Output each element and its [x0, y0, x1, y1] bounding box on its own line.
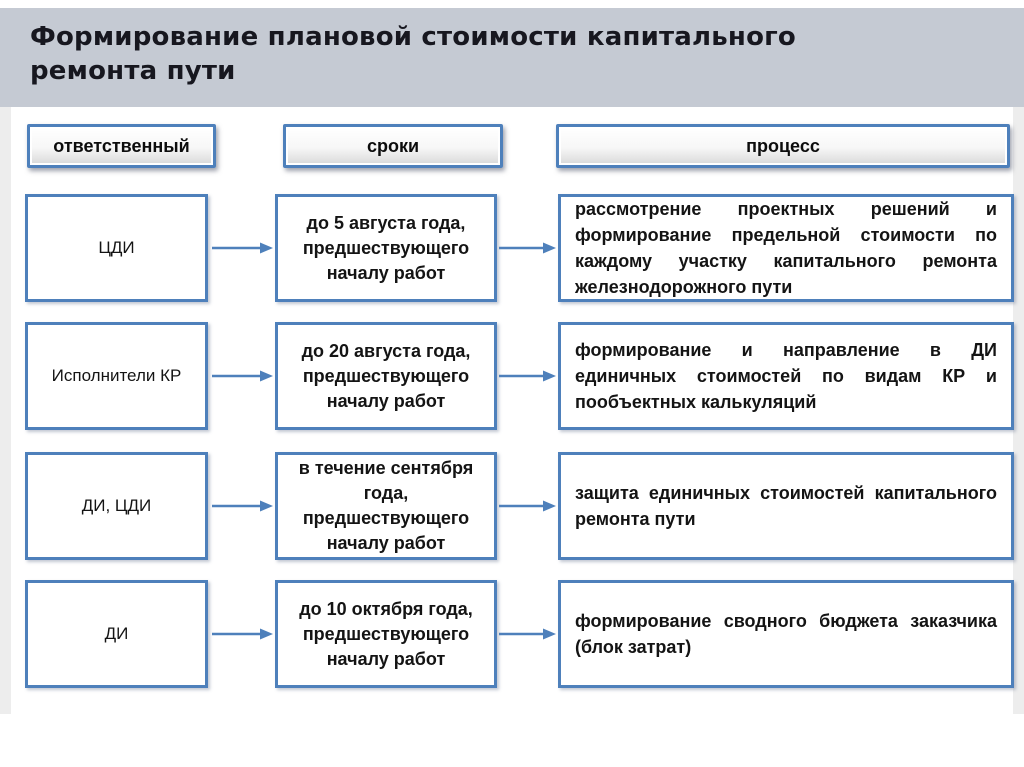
flow-arrow-icon — [212, 580, 273, 688]
responsible-label: ДИ, ЦДИ — [81, 496, 152, 515]
process-box: формирование и направление в ДИ единичны… — [558, 322, 1014, 430]
process-box: формирование сводного бюджета заказчика … — [558, 580, 1014, 688]
term-box: в течение сентября года, предшествующего… — [275, 452, 497, 560]
responsible-label: ЦДИ — [98, 238, 135, 257]
process-label: рассмотрение проектных решений и формиро… — [575, 199, 997, 297]
right-margin-strip — [1013, 107, 1024, 714]
term-box: до 20 августа года, предшествующего нача… — [275, 322, 497, 430]
responsible-box: ЦДИ — [25, 194, 208, 302]
flow-row: ДИ, ЦДИ в течение сентября года, предшес… — [0, 452, 1024, 566]
term-box: до 5 августа года, предшествующего начал… — [275, 194, 497, 302]
term-label: в течение сентября года, предшествующего… — [298, 458, 474, 553]
flow-arrow-icon — [499, 452, 556, 560]
column-header-process-label: процесс — [746, 135, 820, 156]
column-header-terms: сроки — [283, 124, 503, 168]
column-header-process: процесс — [556, 124, 1010, 168]
slide-title: Формирование плановой стоимости капиталь… — [30, 22, 796, 86]
column-header-responsible-label: ответственный — [53, 135, 190, 156]
title-band — [0, 8, 1024, 107]
term-box: до 10 октября года, предшествующего нача… — [275, 580, 497, 688]
process-label: формирование и направление в ДИ единичны… — [575, 340, 997, 412]
flow-arrow-icon — [499, 322, 556, 430]
left-margin-strip — [0, 107, 11, 714]
responsible-label: ДИ — [104, 624, 129, 643]
process-box: рассмотрение проектных решений и формиро… — [558, 194, 1014, 302]
process-box: защита единичных стоимостей капитального… — [558, 452, 1014, 560]
flow-row: ДИ до 10 октября года, предшествующего н… — [0, 580, 1024, 694]
responsible-box: Исполнители КР — [25, 322, 208, 430]
responsible-label: Исполнители КР — [51, 366, 182, 385]
term-label: до 5 августа года, предшествующего начал… — [302, 212, 470, 283]
flow-row: ЦДИ до 5 августа года, предшествующего н… — [0, 194, 1024, 308]
flow-arrow-icon — [499, 580, 556, 688]
flow-arrow-icon — [499, 194, 556, 302]
column-header-responsible: ответственный — [27, 124, 216, 168]
column-header-terms-label: сроки — [366, 135, 420, 156]
flow-arrow-icon — [212, 452, 273, 560]
flow-arrow-icon — [212, 322, 273, 430]
term-label: до 10 октября года, предшествующего нача… — [299, 598, 473, 669]
process-label: защита единичных стоимостей капитального… — [575, 483, 997, 529]
flow-arrow-icon — [212, 194, 273, 302]
process-label: формирование сводного бюджета заказчика … — [575, 611, 997, 657]
flow-row: Исполнители КР до 20 августа года, предш… — [0, 322, 1024, 436]
responsible-box: ДИ, ЦДИ — [25, 452, 208, 560]
term-label: до 20 августа года, предшествующего нача… — [301, 340, 471, 411]
responsible-box: ДИ — [25, 580, 208, 688]
